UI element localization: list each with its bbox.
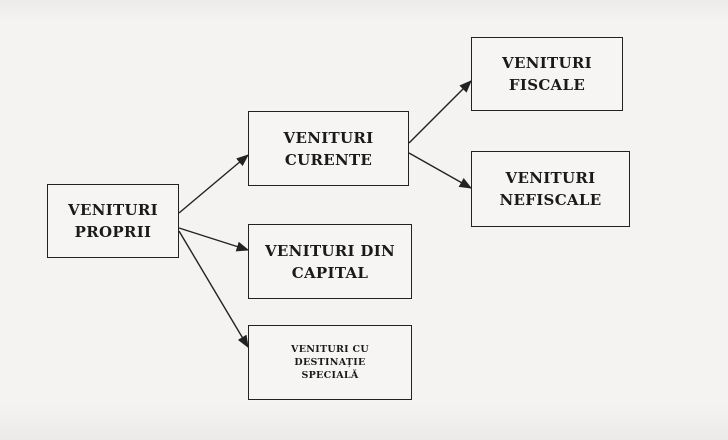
arrow-curente-to-nefiscale bbox=[408, 152, 473, 189]
node-venituri-cu-destinatie-speciala: VENITURI CU DESTINAȚIE SPECIALĂ bbox=[248, 325, 412, 400]
node-venituri-curente-line-2: CURENTE bbox=[284, 150, 373, 169]
arrow-proprii-to-curente bbox=[178, 154, 249, 214]
scan-bottom-shade bbox=[0, 404, 728, 440]
node-venituri-nefiscale-line-2: NEFISCALE bbox=[499, 191, 602, 209]
node-venituri-speciala-line-1: VENITURI CU bbox=[291, 344, 369, 355]
node-venituri-din-capital-line-1: VENITURI DIN bbox=[264, 241, 396, 260]
node-venituri-curente: VENITURI CURENTE bbox=[248, 111, 409, 186]
arrow-curente-to-fiscale bbox=[408, 80, 472, 144]
node-venituri-proprii: VENITURI PROPRII bbox=[47, 184, 179, 258]
node-venituri-proprii-line-2: PROPRII bbox=[74, 223, 152, 241]
node-venituri-din-capital-line-2: CAPITAL bbox=[291, 263, 369, 282]
node-venituri-proprii-line-1: VENITURI bbox=[68, 201, 158, 219]
node-venituri-fiscale: VENITURI FISCALE bbox=[471, 37, 623, 111]
node-venituri-din-capital: VENITURI DIN CAPITAL bbox=[248, 224, 412, 299]
node-venituri-speciala-line-3: SPECIALĂ bbox=[301, 370, 359, 381]
node-venituri-speciala-line-2: DESTINAȚIE bbox=[294, 357, 366, 368]
node-venituri-nefiscale-line-1: VENITURI bbox=[505, 169, 596, 187]
scan-top-shade bbox=[0, 0, 728, 20]
arrow-proprii-to-speciala bbox=[178, 230, 249, 349]
arrow-proprii-to-capital bbox=[178, 227, 250, 252]
node-venituri-fiscale-line-2: FISCALE bbox=[508, 76, 586, 94]
node-venituri-fiscale-line-1: VENITURI bbox=[502, 54, 592, 72]
node-venituri-nefiscale: VENITURI NEFISCALE bbox=[471, 151, 630, 227]
node-venituri-curente-line-1: VENITURI bbox=[283, 128, 374, 147]
